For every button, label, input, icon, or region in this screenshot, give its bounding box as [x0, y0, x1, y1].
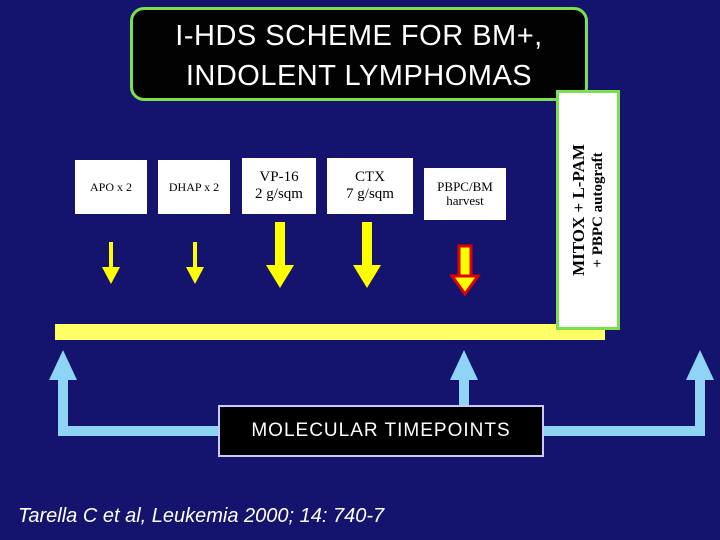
timeline-bar — [55, 324, 605, 340]
autograft-line-1: MITOX + L-PAM — [569, 144, 588, 276]
arrow-harvest — [449, 244, 481, 297]
autograft-text: MITOX + L-PAM + PBPC autograft — [569, 144, 607, 276]
step-harvest: PBPC/BM harvest — [424, 168, 506, 220]
step-harvest-line2: harvest — [446, 193, 484, 208]
step-vp16-line1: VP-16 — [259, 169, 299, 185]
arrow-ctx — [353, 222, 381, 288]
step-ctx-line1: CTX — [355, 169, 385, 185]
arrow-apo — [102, 242, 120, 284]
step-ctx: CTX 7 g/sqm — [327, 158, 413, 214]
molecular-bracket — [49, 350, 714, 436]
arrow-vp16 — [266, 222, 294, 288]
molecular-timepoints-label: MOLECULAR TIMEPOINTS — [251, 420, 511, 441]
title-line-2: INDOLENT LYMPHOMAS — [185, 60, 533, 92]
autograft-line-2: + PBPC autograft — [590, 152, 606, 268]
step-apo-label: APO x 2 — [89, 179, 132, 194]
autograft-box: MITOX + L-PAM + PBPC autograft — [556, 90, 620, 330]
step-apo: APO x 2 — [75, 160, 147, 214]
step-harvest-line1: PBPC/BM — [437, 179, 493, 194]
title-box: I-HDS SCHEME FOR BM+, INDOLENT LYMPHOMAS — [130, 7, 588, 101]
step-dhap-label: DHAP x 2 — [168, 179, 220, 194]
step-vp16: VP-16 2 g/sqm — [242, 158, 316, 214]
arrow-dhap — [186, 242, 204, 284]
step-vp16-line2: 2 g/sqm — [255, 186, 303, 202]
citation: Tarella C et al, Leukemia 2000; 14: 740-… — [18, 505, 385, 527]
step-dhap: DHAP x 2 — [158, 160, 230, 214]
molecular-timepoints-box: MOLECULAR TIMEPOINTS — [218, 405, 544, 457]
title-line-1: I-HDS SCHEME FOR BM+, — [175, 20, 543, 52]
step-ctx-line2: 7 g/sqm — [346, 186, 394, 202]
